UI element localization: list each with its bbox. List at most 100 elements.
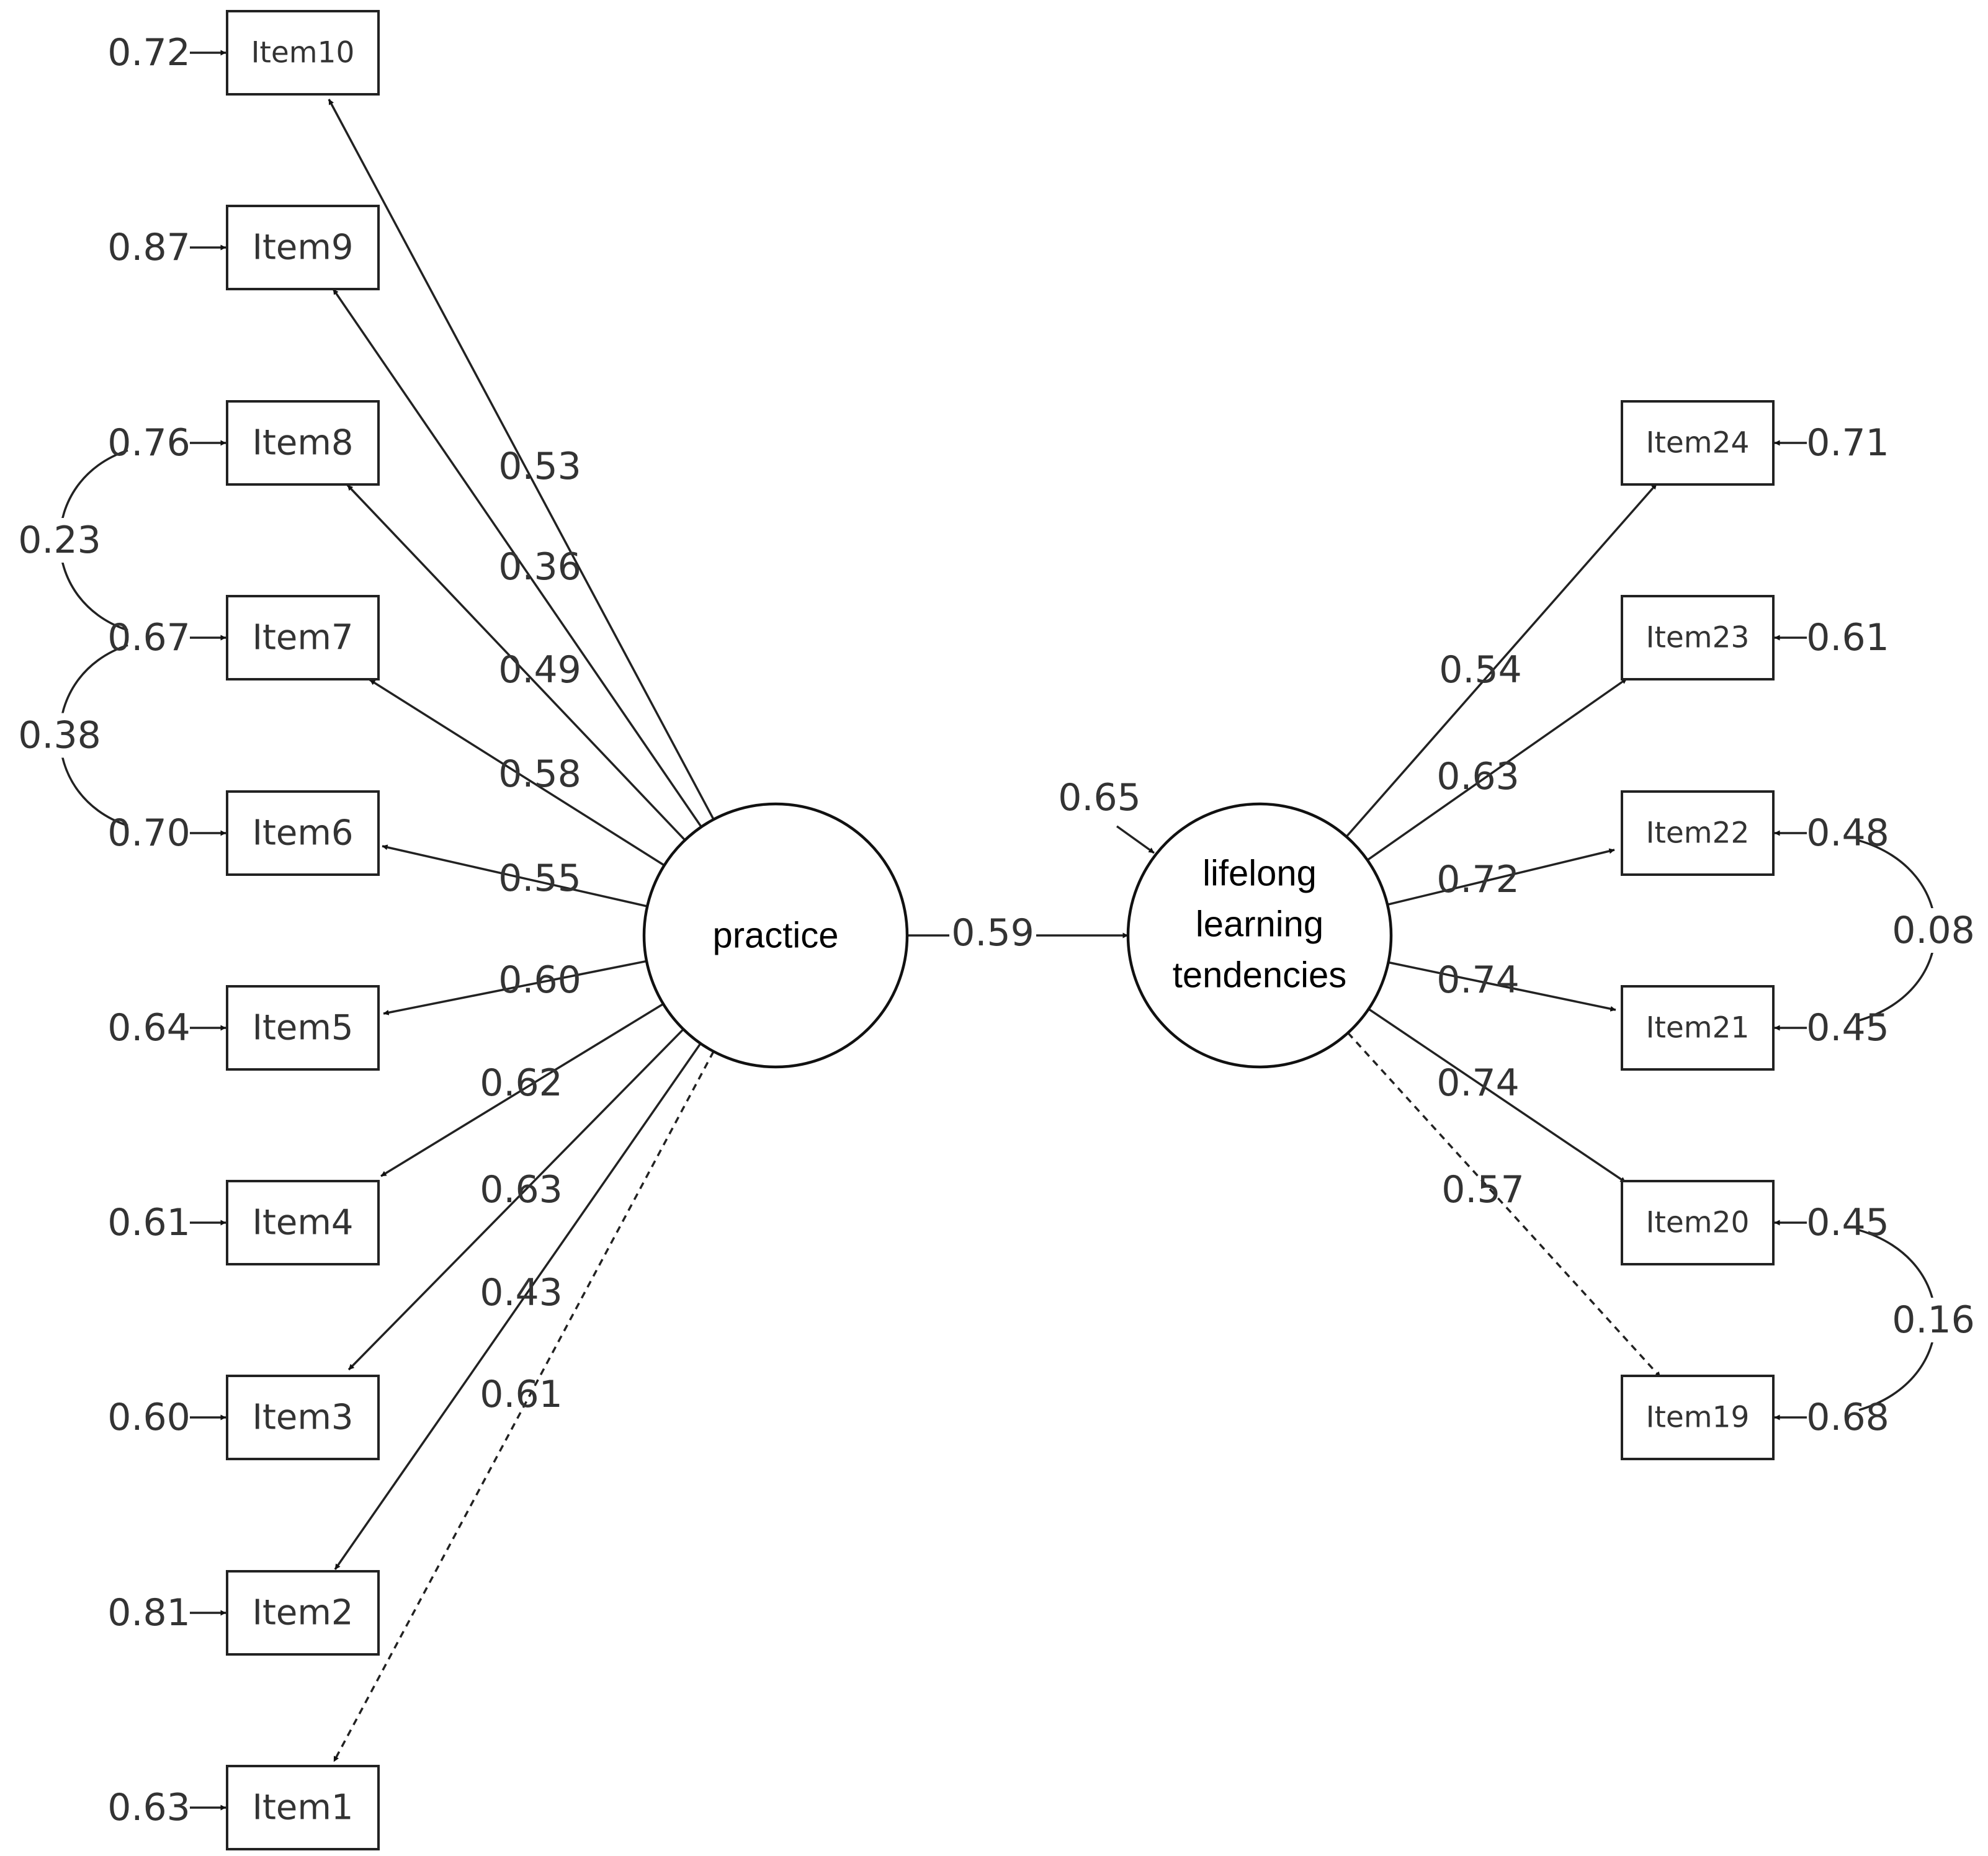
loading-path-item20 — [1368, 1008, 1626, 1184]
edge-layer — [58, 50, 1937, 1811]
indicator-box-item23 — [1621, 595, 1775, 680]
residual-label-item5: 0.64 — [107, 1006, 190, 1050]
covariance-item22-item21-label-bg — [1889, 908, 1978, 953]
loading-path-item6 — [382, 844, 648, 908]
indicator-box-item24 — [1621, 400, 1775, 486]
indicator-label-item4: Item4 — [252, 1203, 353, 1243]
node-layer: Item10Item9Item8Item7Item6Item5Item4Item… — [226, 10, 1775, 1850]
indicator-label-item5: Item5 — [252, 1008, 353, 1048]
residual-label-item1: 0.63 — [107, 1786, 190, 1829]
indicator-box-item20 — [1621, 1180, 1775, 1265]
residual-label-item7: 0.67 — [107, 616, 190, 659]
indicator-box-item9 — [226, 205, 380, 290]
residual-label-item2: 0.81 — [107, 1591, 190, 1635]
latent-lifelong-label-line-2: learning — [1196, 904, 1323, 945]
loading-label-item5: 0.60 — [498, 958, 581, 1002]
loading-path-item4 — [380, 1002, 664, 1177]
loading-path-item10 — [328, 99, 715, 820]
indicator-label-item21: Item21 — [1646, 1011, 1750, 1045]
residual-label-item4: 0.61 — [107, 1201, 190, 1244]
indicator-label-item8: Item8 — [252, 423, 353, 463]
indicator-label-item24: Item24 — [1646, 426, 1750, 460]
indicator-label-item7: Item7 — [252, 618, 353, 658]
indicator-label-item2: Item2 — [252, 1593, 353, 1633]
covariance-item7-item6-label-bg — [15, 713, 104, 758]
loading-label-item6: 0.55 — [498, 857, 581, 900]
residual-label-item23: 0.61 — [1806, 616, 1889, 659]
loading-label-item8: 0.49 — [498, 648, 581, 692]
structural-label-bg — [949, 914, 1036, 957]
covariance-item8-item7-label-bg — [15, 518, 104, 563]
loading-path-item1 — [333, 1051, 715, 1762]
loading-path-item5 — [383, 960, 647, 1015]
indicator-label-item23: Item23 — [1646, 621, 1750, 655]
residual-label-item6: 0.70 — [107, 811, 190, 855]
residual-label-item24: 0.71 — [1806, 421, 1889, 465]
indicator-box-item8 — [226, 400, 380, 486]
indicator-box-item2 — [226, 1570, 380, 1656]
latent-lifelong-label-line-1: lifelong — [1202, 854, 1317, 894]
covariance-item22-item21-label: 0.08 — [1892, 909, 1975, 952]
latent-lifelong-learning-tendencies — [1126, 802, 1393, 1069]
indicator-box-item22 — [1621, 790, 1775, 876]
indicator-box-item19 — [1621, 1375, 1775, 1460]
loading-label-item21: 0.74 — [1436, 958, 1520, 1002]
residual-label-item20: 0.45 — [1806, 1201, 1889, 1244]
loading-label-item4: 0.62 — [480, 1061, 563, 1105]
lifelong-disturbance-arrow — [1116, 825, 1155, 854]
covariance-item8-item7-label: 0.23 — [18, 519, 101, 562]
indicator-box-item21 — [1621, 985, 1775, 1071]
indicator-label-item6: Item6 — [252, 813, 353, 854]
indicator-label-item10: Item10 — [251, 36, 355, 70]
indicator-box-item7 — [226, 595, 380, 680]
loading-path-item19 — [1347, 1032, 1662, 1378]
indicator-label-item22: Item22 — [1646, 816, 1750, 850]
latent-practice — [642, 802, 909, 1069]
indicator-label-item9: Item9 — [252, 228, 353, 268]
loading-label-item9: 0.36 — [498, 545, 581, 589]
loading-label-item7: 0.58 — [498, 752, 581, 796]
loading-label-item23: 0.63 — [1436, 755, 1520, 798]
loading-path-item9 — [332, 288, 702, 828]
loading-path-item21 — [1388, 961, 1616, 1012]
indicator-label-item19: Item19 — [1646, 1401, 1750, 1435]
indicator-box-item10 — [226, 10, 380, 96]
residual-label-item3: 0.60 — [107, 1396, 190, 1439]
covariance-item20-item19-label: 0.16 — [1892, 1298, 1975, 1342]
loading-label-item22: 0.72 — [1436, 858, 1520, 901]
loading-label-item24: 0.54 — [1439, 648, 1522, 692]
loading-path-item22 — [1387, 848, 1615, 906]
loading-label-item20: 0.74 — [1436, 1061, 1520, 1105]
loading-label-item10: 0.53 — [498, 445, 581, 488]
loading-label-item2: 0.43 — [480, 1271, 563, 1314]
loading-label-item1: 0.61 — [480, 1373, 563, 1416]
residual-label-item10: 0.72 — [107, 31, 190, 74]
residual-label-item22: 0.48 — [1806, 811, 1889, 855]
indicator-label-item3: Item3 — [252, 1398, 353, 1438]
indicator-box-item6 — [226, 790, 380, 876]
residual-label-item19: 0.68 — [1806, 1396, 1889, 1439]
loading-path-item8 — [346, 484, 686, 841]
indicator-box-item1 — [226, 1765, 380, 1850]
loading-path-item7 — [369, 679, 665, 867]
indicator-box-item5 — [226, 985, 380, 1071]
loading-label-item19: 0.57 — [1441, 1168, 1525, 1211]
lifelong-disturbance-label: 0.65 — [1058, 776, 1141, 819]
indicator-label-item20: Item20 — [1646, 1206, 1750, 1240]
covariance-item20-item19-label-bg — [1889, 1298, 1978, 1342]
residual-label-item21: 0.45 — [1806, 1006, 1889, 1050]
residual-label-item9: 0.87 — [107, 226, 190, 269]
residual-label-item8: 0.76 — [107, 421, 190, 465]
structural-path-label: 0.59 — [951, 911, 1034, 955]
loading-label-item3: 0.63 — [480, 1168, 563, 1211]
latent-lifelong-label-line-3: tendencies — [1173, 955, 1347, 996]
loading-path-item23 — [1366, 677, 1628, 861]
loading-path-item24 — [1345, 483, 1658, 837]
loading-path-item3 — [347, 1028, 684, 1371]
covariance-item7-item6-label: 0.38 — [18, 714, 101, 757]
loading-path-item2 — [334, 1043, 702, 1570]
indicator-box-item4 — [226, 1180, 380, 1265]
label-layer: 0.53 0.36 0.49 0.58 0.55 0.60 0.62 0.63 0.43 0.61… — [15, 31, 1978, 1829]
latent-practice-label: practice — [712, 916, 838, 956]
